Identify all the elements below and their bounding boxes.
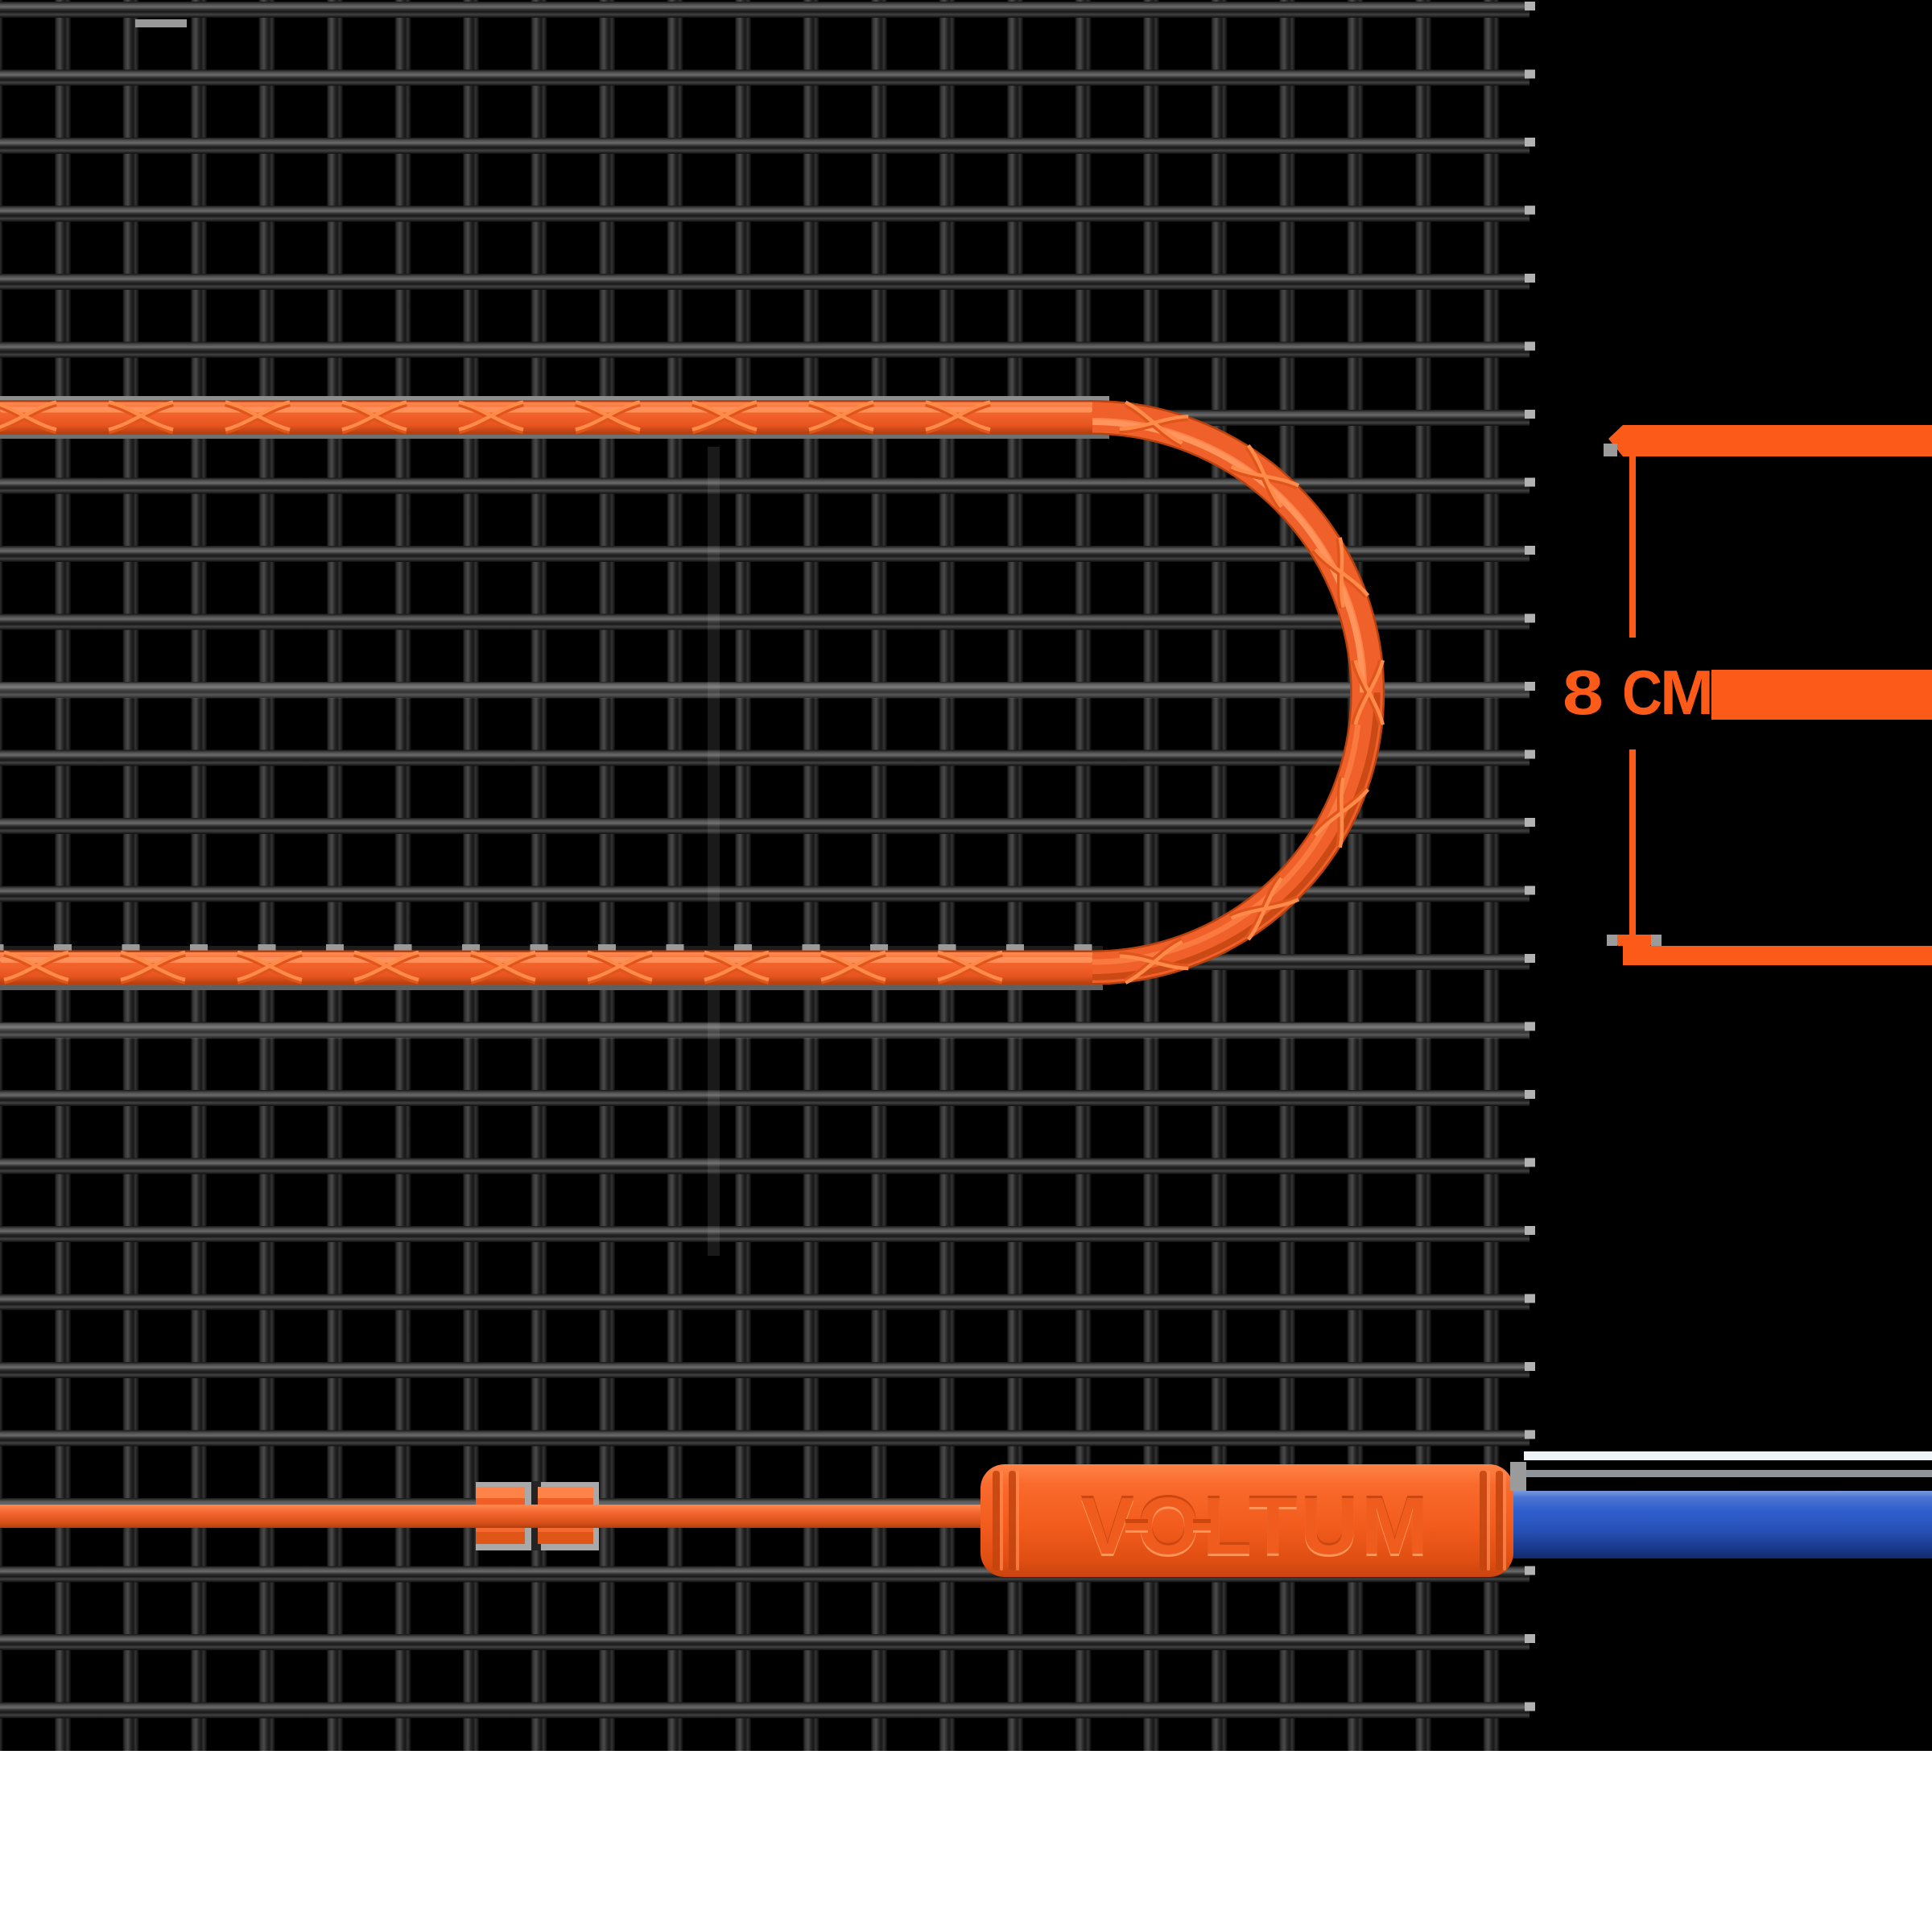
svg-text:C: C [1622,657,1662,728]
svg-text:M: M [1660,657,1714,728]
svg-text:8: 8 [1563,657,1604,728]
